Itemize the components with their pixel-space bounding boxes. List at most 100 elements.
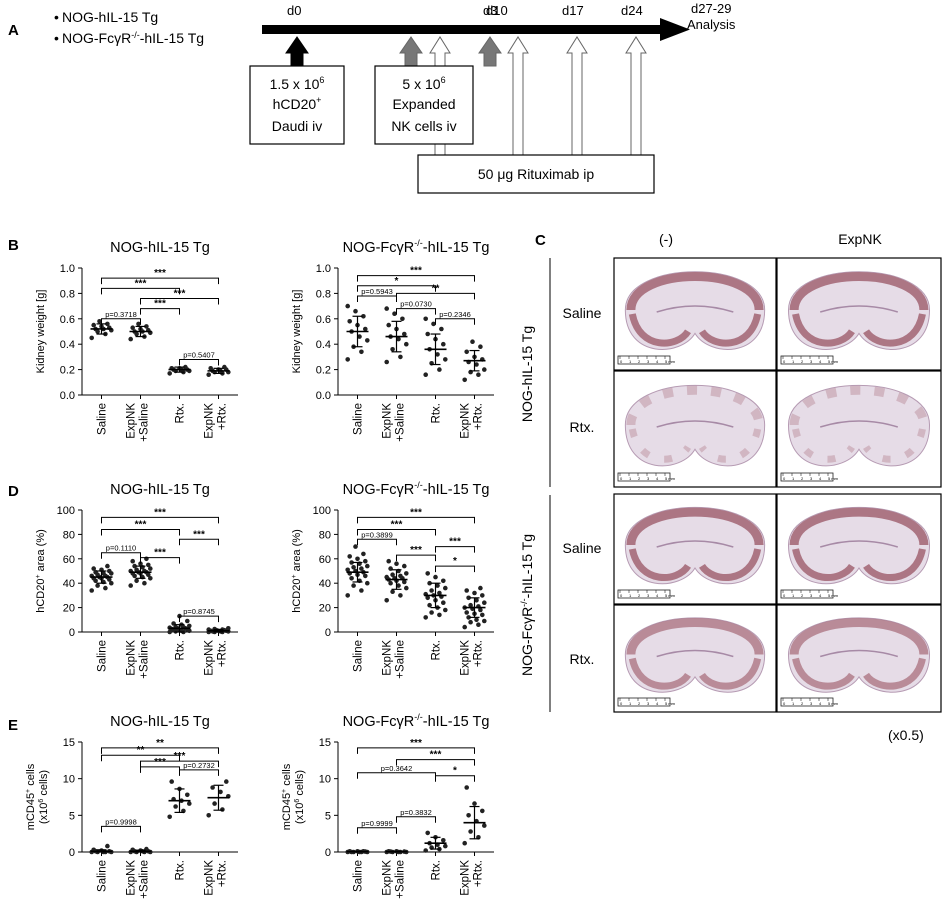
y-tick-label: 1.0 — [316, 263, 331, 275]
y-tick-label: 0.8 — [60, 288, 75, 300]
data-point — [103, 585, 108, 591]
panel-c: (-) ExpNK NOG-hIL-15 Tg NOG-FcγR-/--hIL-… — [519, 231, 942, 743]
bracket-label: p=0.2346 — [439, 310, 471, 319]
analysis-label: Analysis — [687, 17, 736, 32]
scale-tick-label: 5 mm — [828, 701, 839, 706]
panel-a: A • NOG-hIL-15 Tg • NOG-FcγR-/--hIL-15 T… — [8, 1, 736, 194]
rtx-injection-arrow-d17 — [566, 36, 588, 156]
group-2 — [423, 830, 448, 853]
significance-bracket: *** — [179, 529, 219, 546]
chart-title: NOG-FcγR-/--hIL-15 Tg — [343, 480, 490, 498]
bracket-line — [396, 759, 475, 766]
significance-bracket: *** — [140, 548, 180, 564]
data-point — [400, 316, 405, 322]
kidney-tissue — [787, 384, 931, 467]
data-point — [404, 341, 409, 347]
data-point — [441, 341, 446, 347]
daudi-injection-arrow — [285, 36, 309, 67]
data-point — [365, 563, 370, 569]
bracket-line — [140, 308, 180, 315]
data-point — [97, 319, 102, 324]
y-tick-label: 1.0 — [60, 263, 75, 275]
cortex-stain-lower — [792, 313, 926, 347]
significance-bracket: p=0.8745 — [179, 607, 219, 623]
bracket-label: *** — [154, 268, 166, 279]
data-point — [345, 303, 351, 309]
x-category-label: ExpNK — [126, 860, 138, 896]
box-rituximab-label: 50 μg Rituximab ip — [478, 166, 594, 182]
box-nk — [374, 65, 474, 145]
bracket-line — [179, 358, 219, 366]
data-point — [363, 573, 368, 579]
bracket-label: ** — [137, 745, 145, 756]
bracket-line — [140, 297, 219, 305]
bracket-label: p=0.3642 — [381, 764, 413, 773]
chart-B-right: NOG-FcγR-/--hIL-15 Tg0.00.20.40.60.81.0K… — [291, 238, 494, 442]
medulla-line — [656, 420, 734, 428]
data-point — [359, 349, 364, 355]
y-tick-label: 0.2 — [60, 365, 75, 377]
bracket-label: p=0.5407 — [183, 350, 215, 359]
group-0 — [89, 843, 114, 855]
bracket-line — [179, 615, 219, 623]
cortex-stain — [626, 385, 764, 426]
scale-tick-label: 2 — [801, 359, 804, 364]
medulla-line — [819, 420, 899, 428]
scale-tick-label: 4 — [819, 593, 822, 598]
scale-tick-label: 1 — [792, 476, 795, 481]
data-point — [468, 829, 473, 834]
box-daudi-line3: Daudi iv — [272, 118, 323, 134]
x-category-label: ExpNK — [460, 640, 472, 676]
x-category-label: Rtx. — [431, 403, 443, 423]
medulla-line — [656, 649, 734, 658]
significance-bracket: ** — [101, 738, 219, 754]
data-point — [361, 314, 366, 319]
col-label-control: (-) — [659, 231, 673, 247]
y-tick-label: 20 — [319, 603, 331, 615]
bracket-line — [357, 275, 475, 282]
data-point — [185, 792, 190, 798]
x-category-label: +Rtx. — [217, 403, 229, 430]
data-point — [470, 339, 475, 345]
data-point — [144, 324, 149, 329]
bracket-label: ** — [156, 738, 164, 749]
strain-label-2a: NOG-FcγR — [62, 30, 131, 46]
data-point — [345, 357, 351, 362]
data-point — [347, 554, 353, 559]
scale-tick-label: 4 — [819, 701, 822, 706]
data-point — [474, 617, 479, 623]
significance-bracket: p=0.0730 — [396, 300, 436, 315]
bracket-label: *** — [449, 537, 461, 548]
y-axis-label: mCD45+ cells — [25, 763, 37, 830]
scale-tick-label: 4 — [656, 476, 659, 481]
group-2 — [423, 316, 448, 378]
x-category-label: Saline — [97, 860, 109, 892]
data-point — [398, 354, 403, 360]
scale-tick-label: 4 — [656, 359, 659, 364]
scale-bar — [617, 472, 671, 482]
data-point — [359, 566, 364, 571]
data-point — [480, 808, 485, 814]
data-point — [365, 338, 370, 343]
data-point — [464, 785, 470, 790]
scale-tick-label: 1 — [792, 701, 795, 706]
bracket-line — [357, 516, 475, 524]
bracket-label: *** — [135, 520, 147, 531]
cortex-stain — [789, 618, 929, 656]
bracket-line — [396, 292, 475, 300]
data-point — [206, 372, 211, 378]
data-point — [134, 578, 139, 584]
bracket-label: *** — [430, 750, 442, 761]
row-group-label-fc: NOG-FcγR-/--hIL-15 Tg — [519, 534, 535, 676]
cortex-stain — [789, 272, 929, 311]
x-category-label: Rtx. — [175, 640, 187, 660]
x-category-label: Saline — [353, 403, 365, 435]
bracket-line — [101, 747, 219, 754]
data-point — [185, 618, 190, 624]
bracket-label: *** — [391, 520, 403, 531]
bracket-label: p=0.8745 — [183, 607, 215, 616]
data-point — [134, 567, 139, 573]
y-tick-label: 0.6 — [316, 314, 331, 326]
data-point — [482, 600, 487, 605]
